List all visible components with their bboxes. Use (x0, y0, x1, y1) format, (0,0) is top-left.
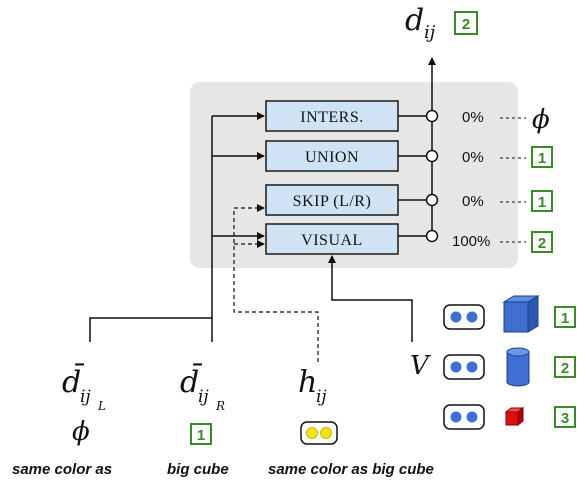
input-left-label: d̄ ij L ϕ (62, 362, 106, 447)
object-row-2: 2 (443, 347, 576, 387)
object-badge-2 (554, 356, 576, 378)
input-wiring (89, 112, 413, 342)
cylinder-shape-icon (506, 347, 530, 387)
result-empty-symbol: ϕ (532, 105, 550, 135)
object-badge-1 (554, 306, 576, 328)
svg-text:R: R (215, 399, 225, 413)
result-badge-visual: 2 (531, 231, 553, 253)
svg-text:d̄: d̄ (180, 362, 202, 400)
input-left-value: ϕ (72, 417, 90, 447)
switch-node-union (425, 149, 439, 163)
svg-text:3: 3 (561, 410, 569, 427)
svg-text:h: h (298, 365, 317, 400)
svg-text:L: L (97, 399, 106, 413)
input-right-badge (190, 423, 212, 445)
op-box-inters: INTERS. (265, 100, 399, 132)
result-badge-skip: 1 (531, 190, 553, 212)
caption-left: same color as (12, 461, 112, 478)
hidden-dot-2 (320, 427, 332, 439)
caption-right: big cube (167, 461, 229, 478)
output-label: d ij 2 (405, 3, 478, 43)
object-badge-3 (554, 406, 576, 428)
svg-text:UNION: UNION (305, 149, 359, 166)
percent-skip: 0% (462, 193, 484, 210)
switch-node-visual (425, 229, 439, 243)
switch-node-skip (425, 193, 439, 207)
svg-text:ij: ij (80, 387, 91, 407)
percent-visual: 100% (452, 233, 490, 250)
caption-hidden: same color as big cube (268, 461, 434, 478)
op-outputs (398, 109, 439, 243)
hidden-wiring (233, 204, 319, 362)
svg-text:2: 2 (462, 16, 470, 33)
svg-text:1: 1 (538, 194, 546, 211)
hidden-state-label: h ij (298, 365, 338, 445)
svg-text:d̄: d̄ (62, 362, 84, 400)
visual-input-label: V (410, 351, 431, 381)
percent-union: 0% (462, 149, 484, 166)
switch-node-inters (425, 109, 439, 123)
op-box-visual: VISUAL (265, 223, 399, 255)
small-cube-shape-icon (504, 406, 525, 427)
object-row-1: 1 (443, 295, 576, 333)
svg-text:1: 1 (561, 310, 569, 327)
svg-text:1: 1 (538, 150, 546, 167)
svg-text:SKIP (L/R): SKIP (L/R) (293, 193, 372, 210)
op-box-skip: SKIP (L/R) (265, 184, 399, 216)
op-box-union: UNION (265, 140, 399, 172)
cube-shape-icon (502, 295, 540, 333)
svg-text:VISUAL: VISUAL (301, 232, 363, 249)
svg-text:2: 2 (561, 360, 569, 377)
input-right-label: d̄ ij R 1 (180, 362, 225, 445)
percent-inters: 0% (462, 109, 484, 126)
svg-text:2: 2 (538, 235, 546, 252)
object-row-3: 3 (443, 404, 576, 430)
hidden-dot-1 (306, 427, 318, 439)
svg-text:ij: ij (424, 22, 436, 43)
result-leaders (500, 117, 526, 243)
svg-text:d: d (405, 3, 424, 38)
svg-text:ij: ij (316, 387, 327, 407)
svg-text:1: 1 (197, 427, 205, 444)
svg-text:ij: ij (198, 387, 209, 407)
svg-text:INTERS.: INTERS. (300, 109, 364, 126)
result-badge-union: 1 (531, 146, 553, 168)
output-badge (454, 11, 478, 35)
